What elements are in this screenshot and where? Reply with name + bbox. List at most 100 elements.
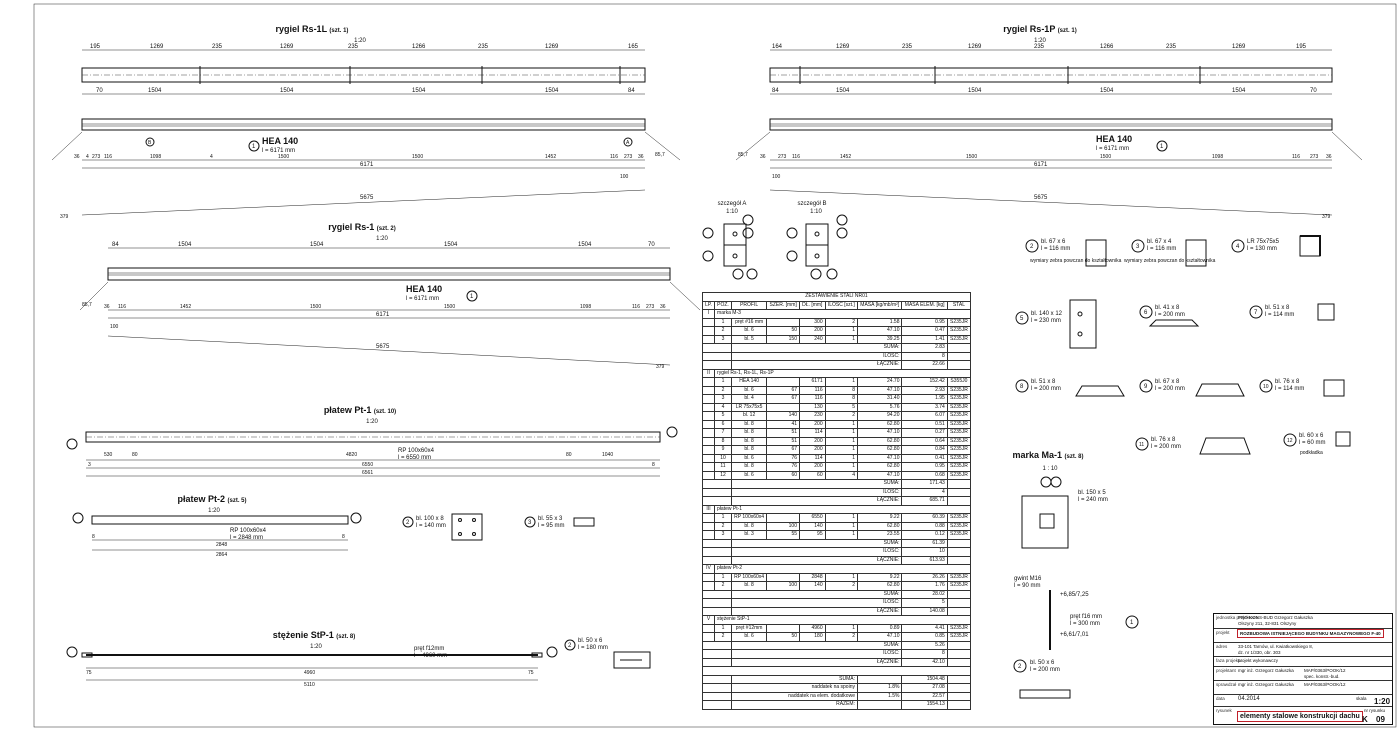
bom-cell: 51 xyxy=(766,436,800,446)
svg-text:235: 235 xyxy=(902,44,913,50)
bom-cell xyxy=(701,513,716,523)
svg-text:1504: 1504 xyxy=(444,242,458,248)
bom-cell: 22.57 xyxy=(901,691,948,701)
tb-project: projekt ROZBUDOWA ISTNIEJĄCEGO BUDYNKU M… xyxy=(1214,628,1392,643)
svg-text:1269: 1269 xyxy=(836,44,850,50)
svg-text:l = 2848 mm: l = 2848 mm xyxy=(230,535,263,541)
svg-text:36: 36 xyxy=(760,154,766,160)
svg-text:1269: 1269 xyxy=(280,44,294,50)
svg-text:36: 36 xyxy=(1326,154,1332,160)
svg-text:1504: 1504 xyxy=(968,88,982,94)
svg-text:RP 100x60x4: RP 100x60x4 xyxy=(398,448,435,454)
purlin-pt2-view xyxy=(91,515,349,525)
bom-cell: 116 xyxy=(799,394,826,404)
bom-summary-row: ŁĄCZNIE:613.93 xyxy=(702,555,972,565)
bom-cell: 114 xyxy=(799,453,826,463)
svg-text:165: 165 xyxy=(628,44,639,50)
bom-cell: 3 xyxy=(714,530,732,540)
svg-text:7: 7 xyxy=(1254,310,1258,316)
bom-cell: 5 xyxy=(714,411,732,421)
bom-summary-row: ILOŚĆ:8 xyxy=(702,649,972,659)
bom-cell: 62.80 xyxy=(856,581,903,591)
svg-text:1500: 1500 xyxy=(444,304,455,310)
bom-cell: 62.80 xyxy=(856,462,903,472)
beam-rs1-title: rygiel Rs-1 (szt. 2) xyxy=(328,222,396,232)
svg-text:l = 240 mm: l = 240 mm xyxy=(1078,497,1108,503)
bom-cell: bl. 8 xyxy=(730,581,768,591)
purlin-pt1-title: płatew Pt-1 (szt. 10) xyxy=(324,405,396,415)
bom-cell: płatew Pt-1 xyxy=(714,504,971,514)
svg-text:RP 100x60x4: RP 100x60x4 xyxy=(230,528,267,534)
bom-header-cell: DŁ. [mm] xyxy=(799,300,826,310)
svg-text:bl. 41 x 8: bl. 41 x 8 xyxy=(1155,305,1180,311)
bom-cell: 0.95 xyxy=(901,317,948,327)
title-block: jednostka projektowa PRO-KONS-BUD Grzego… xyxy=(1213,613,1393,725)
bom-cell xyxy=(946,640,972,650)
beam-rs1: rygiel Rs-1 (szt. 2) 1:20 84 1504 1504 1… xyxy=(79,222,701,370)
bom-cell: S235JR xyxy=(946,572,972,582)
beam-rs1p-length: l = 6171 mm xyxy=(1096,146,1129,152)
svg-text:l = 200 mm: l = 200 mm xyxy=(1155,386,1185,392)
bom-header-cell: STAL xyxy=(946,300,972,310)
tb-designer2: projektant mgr inż. Grzegorz Gałuszka MA… xyxy=(1214,666,1392,681)
plate-2: 2 bl. 67 x 6 l = 116 mm wymiary zebra po… xyxy=(1025,239,1122,267)
bom-cell: 28.02 xyxy=(901,589,948,599)
svg-text:1504: 1504 xyxy=(578,242,592,248)
bom-cell: S235JR xyxy=(946,445,972,455)
bom-cell xyxy=(701,581,716,591)
bom-cell xyxy=(766,572,800,582)
bom-cell: 24.70 xyxy=(856,377,903,387)
svg-text:l = 230 mm: l = 230 mm xyxy=(1031,318,1061,324)
tb-sheet: rysunek elementy stalowe konstrukcji dac… xyxy=(1214,706,1392,725)
bom-cell: S235JR xyxy=(946,317,972,327)
bom-cell: bl. 8 xyxy=(730,521,768,531)
bom-cell: 0.27 xyxy=(901,428,948,438)
bom-cell: 100 xyxy=(766,581,800,591)
tb-address: adres 33-101 Tarnów, ul. Kwiatkowskiego … xyxy=(1214,642,1392,657)
bom-cell xyxy=(946,589,972,599)
bom-cell: pręt #12mm xyxy=(730,623,768,633)
bom-cell: bl. 6 xyxy=(730,470,768,480)
svg-text:100: 100 xyxy=(772,174,781,180)
bom-cell xyxy=(702,666,971,676)
bom-cell: 11 xyxy=(714,462,732,472)
bom-cell: 27.08 xyxy=(901,683,948,693)
bom-summary-row: SUMA:171.43 xyxy=(702,479,972,489)
bom-cell: 9.22 xyxy=(856,572,903,582)
bom-cell: ŁĄCZNIE: xyxy=(730,360,903,370)
bom-header-cell: MASA ELEM. [kg] xyxy=(901,300,948,310)
bom-cell: bl. 8 xyxy=(730,419,768,429)
bom-cell: 1 xyxy=(824,623,858,633)
bom-cell xyxy=(946,547,972,557)
svg-text:l = 140 mm: l = 140 mm xyxy=(416,523,446,529)
bom-cell: ILOŚĆ: xyxy=(730,547,903,557)
svg-text:3: 3 xyxy=(88,462,91,468)
svg-text:LR 75x75x5: LR 75x75x5 xyxy=(1247,239,1280,245)
svg-text:379: 379 xyxy=(656,364,665,370)
bom-cell: 2.93 xyxy=(901,385,948,395)
bom-cell: ILOŚĆ: xyxy=(730,487,903,497)
bom-cell: 76 xyxy=(766,453,800,463)
svg-text:116: 116 xyxy=(610,154,618,160)
svg-text:8: 8 xyxy=(342,534,345,540)
bom-cell: 2 xyxy=(714,581,732,591)
svg-text:l = 114 mm: l = 114 mm xyxy=(1265,312,1294,318)
svg-text:116: 116 xyxy=(1292,154,1300,160)
svg-text:1269: 1269 xyxy=(968,44,982,50)
bom-cell: 1 xyxy=(824,513,858,523)
svg-text:36: 36 xyxy=(660,304,666,310)
bom-cell: 1 xyxy=(824,445,858,455)
svg-text:1266: 1266 xyxy=(1100,44,1114,50)
bom-cell: S235JR xyxy=(946,394,972,404)
svg-text:4: 4 xyxy=(1236,244,1240,250)
bom-cell xyxy=(946,555,972,565)
bom-cell: 1 xyxy=(824,428,858,438)
bom-cell xyxy=(701,419,716,429)
